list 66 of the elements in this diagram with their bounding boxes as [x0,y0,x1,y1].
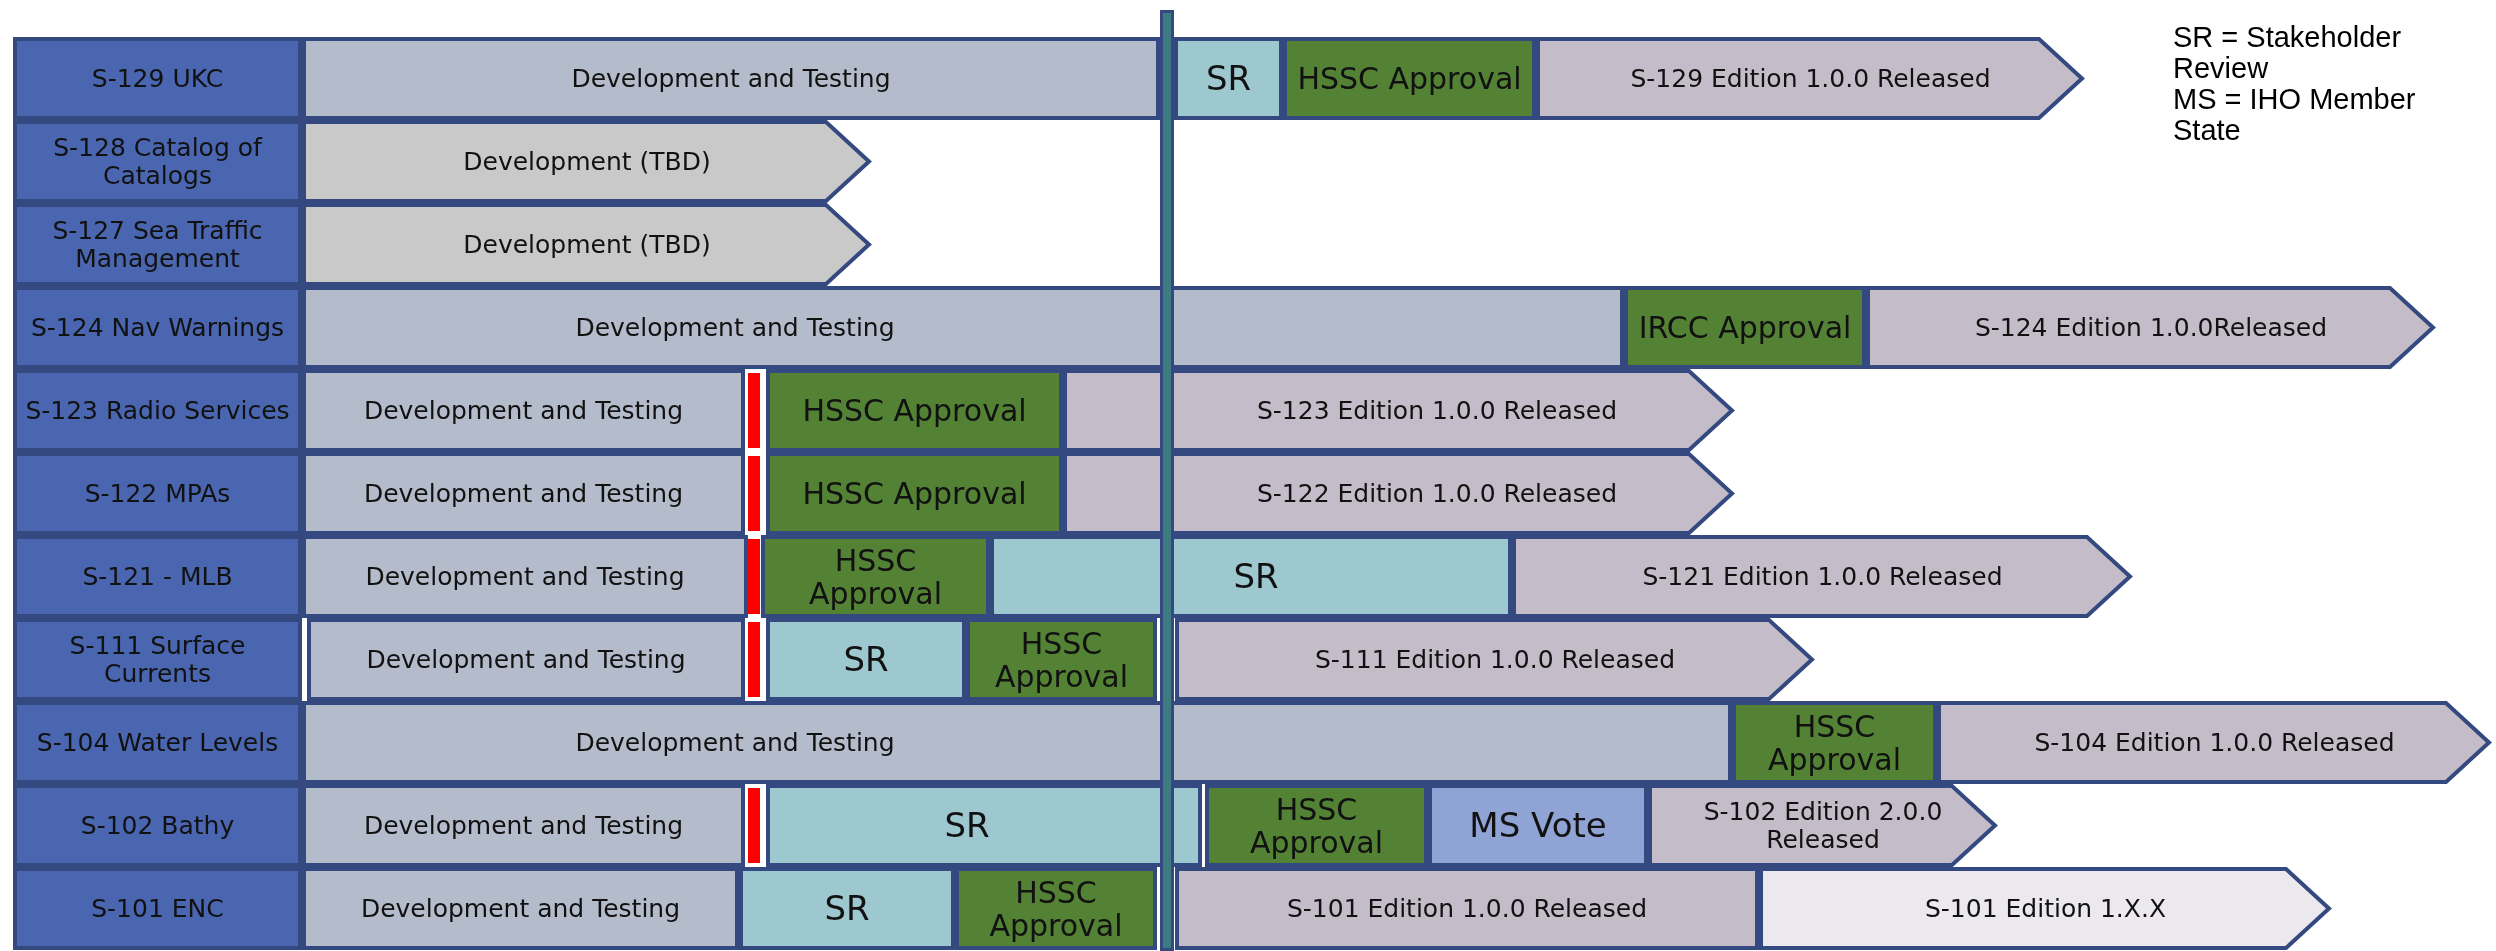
row-label: S-127 Sea Traffic Management [51,217,264,272]
row-label: S-111 Surface Currents [68,632,247,687]
phase-label: HSSC Approval [988,875,1124,942]
milestone-marker [748,788,760,863]
release-chevron-bar [1175,618,1815,701]
release-label: S-111 Edition 1.0.0 Released [1314,645,1676,674]
phase-label: SR [943,806,991,845]
release-label: S-101 Edition 1.0.0 Released [1286,894,1648,923]
phase-label: Development and Testing [366,645,686,674]
release-chevron-bar [1866,286,2436,369]
release-chevron-bar [1063,369,1735,452]
phase-label: Development and Testing [571,64,891,93]
row-label: S-122 MPAs [84,479,231,508]
milestone-marker [748,373,760,448]
phase-label: HSSC Approval [802,394,1027,427]
release-label: S-123 Edition 1.0.0 Released [1255,396,1619,425]
release-label: S-102 Edition 2.0.0 Released [1702,798,1944,853]
phase-label: Development and Testing [363,479,684,508]
phase-label: IRCC Approval [1638,311,1852,344]
release-chevron-bar [1937,701,2492,784]
release-chevron-bar [1759,867,2332,950]
row-label: S-128 Catalog of Catalogs [52,134,264,189]
phase-label: MS Vote [1469,806,1607,845]
key-note: SR = Stakeholder Review [2173,22,2403,85]
phase-chevron-bar [302,120,872,203]
phase-label: Development (TBD) [463,230,711,259]
key-note: MS = IHO Member State [2173,84,2417,147]
phase-label: SR [843,640,889,679]
release-label: S-129 Edition 1.0.0 Released [1630,64,1991,93]
phase-label: SR [1205,59,1252,98]
release-chevron-bar [1536,37,2085,120]
release-chevron-bar [1063,452,1735,535]
milestone-marker [748,622,760,697]
phase-label: Development and Testing [360,894,681,923]
phase-label: Development (TBD) [463,147,711,176]
phase-label: Development and Testing [363,396,684,425]
release-label: S-122 Edition 1.0.0 Released [1255,479,1619,508]
phase-label: SR [824,889,870,928]
release-label: S-121 Edition 1.0.0 Released [1642,562,2003,591]
phase-label: HSSC Approval [802,477,1027,510]
review-bar [1174,37,1283,120]
phase-label: HSSC Approval [807,543,944,610]
phase-label: HSSC Approval [1248,792,1385,859]
row-label: S-121 - MLB [82,562,233,591]
phase-label: HSSC Approval [1297,62,1522,95]
phase-label: SR [1232,557,1280,596]
phase-label: Development and Testing [363,811,684,840]
release-label: S-104 Edition 1.0.0 Released [2034,728,2395,757]
release-label: S-101 Edition 1.X.X [1924,894,2167,923]
release-label: S-124 Edition 1.0.0Released [1974,313,2328,342]
row-label: S-104 Water Levels [36,728,279,757]
phase-chevron-bar [302,203,872,286]
phase-label: HSSC Approval [993,626,1130,693]
row-label: S-124 Nav Warnings [30,313,285,342]
phase-label: Development and Testing [574,728,896,757]
row-label: S-129 UKC [91,64,224,93]
row-label: S-102 Bathy [80,811,235,840]
row-label: S-101 ENC [91,894,224,923]
phase-label: HSSC Approval [1766,709,1903,776]
release-chevron-bar [1648,784,1998,867]
phase-label: Development and Testing [574,313,896,342]
phase-label: Development and Testing [365,562,685,591]
release-chevron-bar [1512,535,2133,618]
milestone-marker [748,456,760,531]
milestone-marker [748,539,760,614]
row-label: S-123 Radio Services [25,396,290,425]
